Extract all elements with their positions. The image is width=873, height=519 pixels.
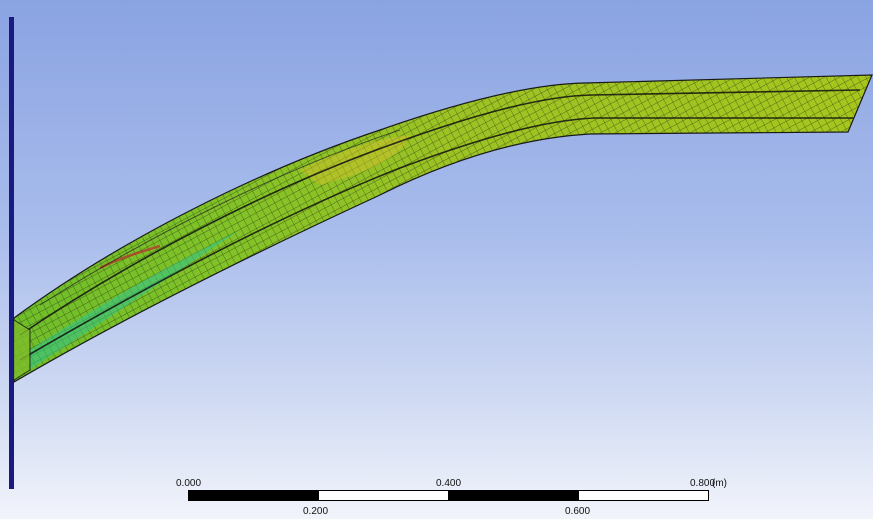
- scale-unit: (m): [712, 478, 727, 489]
- scale-segment: [318, 490, 449, 501]
- beam-edge-line: [39, 129, 401, 306]
- beam-edge-line: [19, 89, 861, 336]
- scale-label-800: 0.800: [690, 478, 716, 489]
- stress-region-cyan: [30, 230, 240, 370]
- beam-end-cap: [13, 319, 31, 381]
- scale-segment: [448, 490, 579, 501]
- scale-label-400: 0.400: [436, 478, 462, 489]
- scale-label-200: 0.200: [303, 506, 329, 517]
- triad-axis-line: [9, 17, 14, 489]
- scale-label-600: 0.600: [565, 506, 591, 517]
- beam-edge-line: [19, 117, 853, 361]
- scale-label-0: 0.000: [176, 478, 202, 489]
- scale-segment: [188, 490, 319, 501]
- scale-segment: [578, 490, 709, 501]
